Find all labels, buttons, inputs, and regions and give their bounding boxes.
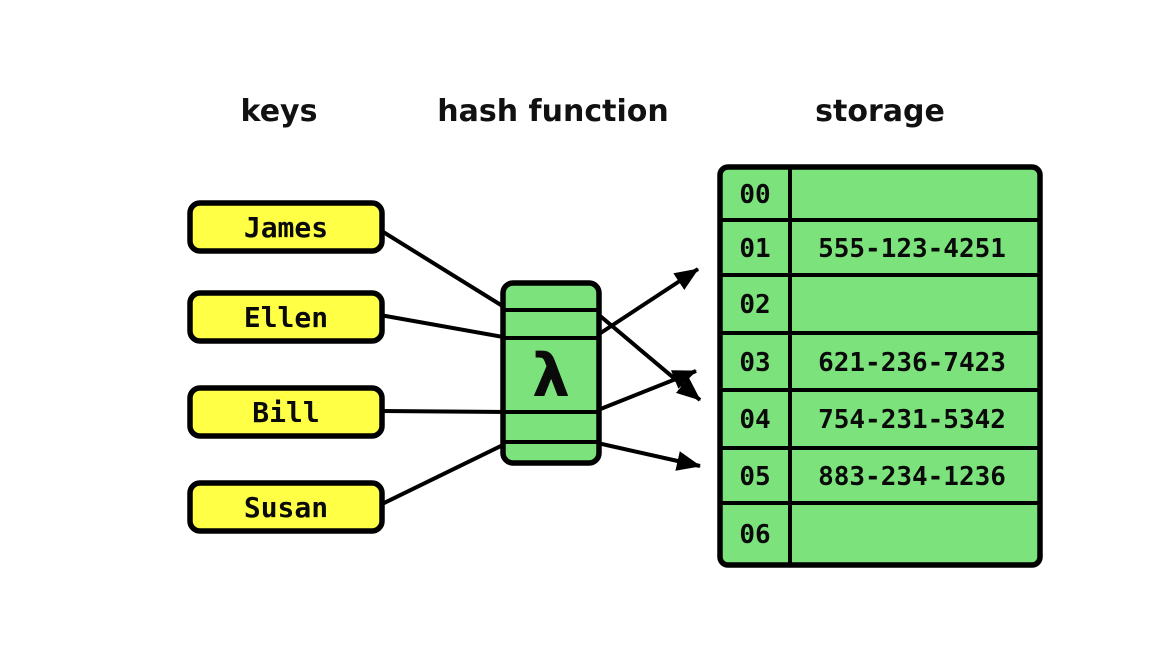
storage-row: 03 621-236-7423 [739,348,1006,378]
line-ellen-to-hash [379,313,510,340]
arrow-to-bucket-01 [591,267,700,340]
bucket-index: 02 [739,290,770,320]
key-label: Ellen [244,301,328,334]
storage-table: 00 01 555-123-4251 02 03 621-236-7423 04… [717,164,1043,568]
bucket-value: 621-236-7423 [818,348,1006,378]
storage-row: 05 883-234-1236 [739,462,1006,492]
bucket-value: 754-231-5342 [818,405,1006,435]
key-box-ellen: Ellen [187,290,385,344]
keys-header: keys [241,94,318,129]
key-box-rect [187,200,385,254]
storage-row: 06 [739,520,770,550]
storage-row: 04 754-231-5342 [739,405,1006,435]
bucket-index: 03 [739,348,770,378]
bucket-index: 05 [739,462,770,492]
bucket-index: 04 [739,405,770,435]
line-james-to-hash [378,228,511,312]
key-label: Susan [244,491,328,524]
key-box-james: James [187,200,385,254]
storage-row: 01 555-123-4251 [739,234,1006,264]
lambda-symbol: λ [532,341,570,411]
hash-to-storage-arrows [591,267,702,471]
storage-header: storage [815,94,945,129]
key-box-rect [187,290,385,344]
key-label: James [244,211,328,244]
line-susan-to-hash [379,440,510,507]
line-bill-to-hash [379,409,510,414]
storage-table-rect [717,164,1043,568]
arrow-to-bucket-04 [591,308,702,402]
key-box-rect [187,480,385,534]
hash-function-header: hash function [437,94,668,129]
key-box-bill: Bill [187,385,385,439]
storage-row: 00 [739,180,770,210]
hash-box-rect [500,280,602,466]
hash-function-box: λ [500,280,602,466]
key-to-hash-lines [378,228,511,507]
bucket-value: 883-234-1236 [818,462,1006,492]
key-box-susan: Susan [187,480,385,534]
arrow-to-bucket-05 [592,440,701,471]
key-box-rect [187,385,385,439]
key-label: Bill [252,396,319,429]
bucket-index: 01 [739,234,770,264]
bucket-index: 06 [739,520,770,550]
arrow-to-bucket-03 [592,369,697,414]
keys-column: James Ellen Bill Susan [187,200,385,534]
storage-row: 02 [739,290,770,320]
bucket-value: 555-123-4251 [818,234,1006,264]
bucket-index: 00 [739,180,770,210]
